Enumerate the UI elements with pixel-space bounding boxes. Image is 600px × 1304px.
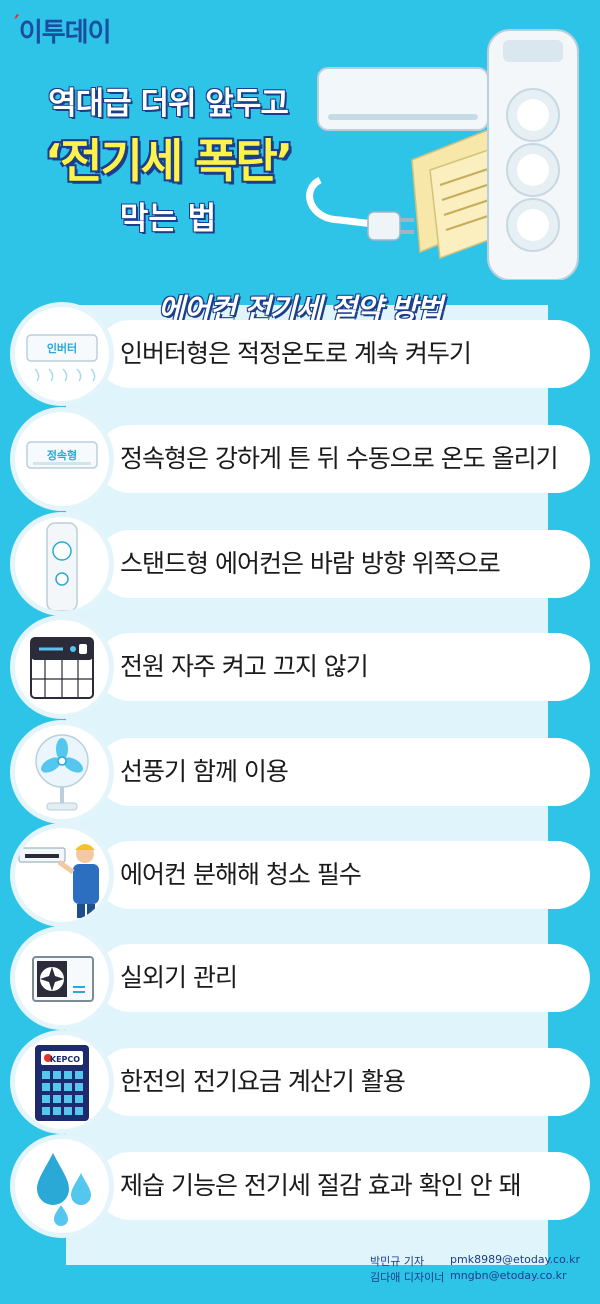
credit-email: mngbn@etoday.co.kr	[450, 1269, 567, 1282]
tip-card-4	[96, 633, 590, 701]
inverter-ac-icon: 인버터	[10, 302, 114, 406]
credit-name: 박민규 기자	[370, 1255, 425, 1268]
tip-card-7	[96, 944, 590, 1012]
tip-text-8: 한전의 전기요금 계산기 활용	[120, 1067, 406, 1096]
tip-card-8	[96, 1048, 590, 1116]
credit-name: 김다애 디자이너	[370, 1271, 445, 1284]
tip-card-5	[96, 738, 590, 806]
tip-card-3	[96, 530, 590, 598]
headline: 역대급 더위 앞두고 ‘전기세 폭탄’ 막는 법	[18, 78, 318, 238]
kepco-label: KEPCO	[50, 1055, 80, 1064]
tip-text-9: 제습 기능은 전기세 절감 효과 확인 안 돼	[120, 1171, 522, 1200]
tip-text-5: 선풍기 함께 이용	[120, 757, 289, 786]
water-drops-icon	[10, 1134, 114, 1238]
tip-card-1	[96, 320, 590, 388]
wall-ac-unit-icon	[317, 67, 489, 131]
tip-card-6	[96, 841, 590, 909]
remote-control-icon	[10, 615, 114, 719]
brand-logo: ′이투데이	[14, 12, 111, 48]
header-illustration	[306, 29, 579, 280]
tip-text-3: 스탠드형 에어컨은 바람 방향 위쪽으로	[120, 549, 501, 578]
tip-card-2	[96, 425, 590, 493]
headline-line-3: 막는 법	[119, 201, 217, 237]
tip-text-7: 실외기 관리	[120, 963, 238, 992]
cleaning-worker-icon	[10, 823, 114, 927]
credit-email: pmk8989@etoday.co.kr	[450, 1253, 581, 1266]
outdoor-unit-icon	[10, 926, 114, 1030]
calculator-icon: KEPCO	[10, 1030, 114, 1134]
fixed-speed-ac-icon: 정속형	[10, 407, 114, 511]
credit-designer: 김다애 디자이너 mngbn@etoday.co.kr	[370, 1269, 567, 1285]
tip-text-2: 정속형은 강하게 튼 뒤 수동으로 온도 올리기	[120, 444, 559, 473]
credit-reporter: 박민규 기자 pmk8989@etoday.co.kr	[370, 1253, 580, 1269]
power-plug-icon	[306, 176, 414, 241]
tip-text-1: 인버터형은 적정온도로 계속 켜두기	[120, 339, 472, 368]
headline-line-2: ‘전기세 폭탄’	[44, 134, 294, 188]
stand-ac-icon	[487, 29, 579, 280]
tip-text-4: 전원 자주 켜고 끄지 않기	[120, 652, 369, 681]
tip-text-6: 에어컨 분해해 청소 필수	[120, 860, 362, 889]
headline-line-1: 역대급 더위 앞두고	[48, 86, 289, 122]
tip-card-9	[96, 1152, 590, 1220]
inverter-label: 인버터	[47, 341, 77, 355]
stand-ac-icon	[10, 512, 114, 616]
fixed-speed-label: 정속형	[47, 448, 77, 462]
electric-fan-icon	[10, 720, 114, 824]
